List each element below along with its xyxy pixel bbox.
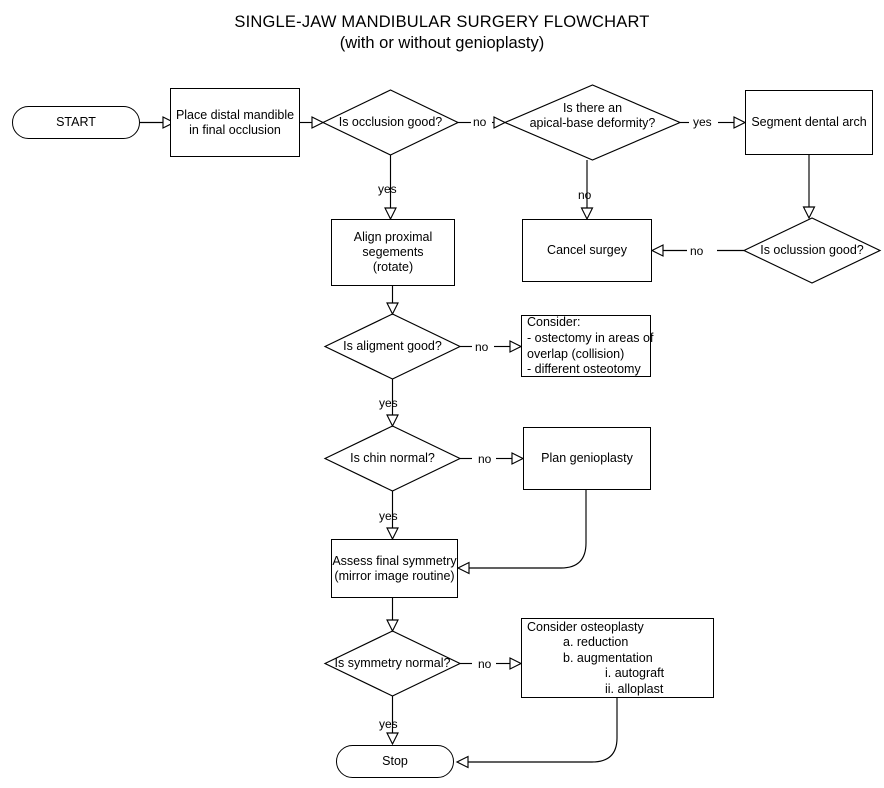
arrowhead-place-to-occlusion — [311, 116, 325, 129]
arrowhead-apical-no — [580, 207, 594, 221]
node-align-proximal-segments[interactable]: Align proximal segements (rotate) — [331, 219, 455, 286]
arrowhead-symmetry-yes — [386, 732, 399, 746]
note-osteoplasty-line-2: a. reduction — [563, 635, 629, 650]
page-title: SINGLE-JAW MANDIBULAR SURGERY FLOWCHART — [234, 13, 650, 31]
arrowhead-apical-yes — [733, 116, 747, 129]
arrowhead-start-to-place — [162, 116, 176, 129]
arrowhead-segment-to-occlusion2 — [802, 206, 816, 220]
arrowhead-chin-yes — [386, 527, 399, 541]
decision-chin-shape — [323, 425, 462, 492]
note-consider-line-2: - ostectomy in areas of — [527, 330, 654, 345]
note-consider-osteoplasty[interactable]: Consider osteoplasty a. reduction b. aug… — [521, 618, 714, 698]
edge-label-chin-no: no — [478, 452, 492, 466]
arrowhead-align-to-alignment — [386, 302, 399, 316]
arrowhead-assess-to-symmetry — [386, 619, 399, 633]
edge-label-occlusion-yes: yes — [378, 182, 397, 196]
page-subtitle: (with or without genioplasty) — [339, 34, 545, 52]
node-align-proximal-segments-label: Align proximal segements (rotate) — [353, 230, 433, 274]
node-start[interactable]: START — [12, 106, 140, 139]
note-osteoplasty-line-5: ii. alloplast — [605, 681, 664, 696]
edge-label-occlusion-no: no — [473, 115, 487, 129]
arrowhead-occlusion-yes — [384, 207, 397, 221]
edge-label-symmetry-yes: yes — [379, 717, 398, 731]
edge-label-apical-yes: yes — [693, 115, 712, 129]
edge-label-alignment-no: no — [475, 340, 489, 354]
note-consider-line-1: Consider: — [527, 315, 581, 330]
edge-label-symmetry-no: no — [478, 657, 492, 671]
note-consider-line-3: overlap (collision) — [527, 346, 625, 361]
node-plan-genioplasty[interactable]: Plan genioplasty — [523, 427, 651, 490]
arrowhead-alignment-no — [509, 340, 523, 353]
node-assess-final-symmetry-label: Assess final symmetry (mirror image rout… — [332, 553, 457, 583]
edge-label-occlusion2-no: no — [690, 244, 704, 258]
arrowhead-alignment-yes — [386, 414, 399, 428]
note-consider-ostectomy[interactable]: Consider: - ostectomy in areas of overla… — [521, 315, 654, 377]
wire-osteoplasty-to-stop — [468, 698, 618, 763]
node-place-distal-mandible-label: Place distal mandible in final occlusion — [175, 107, 295, 137]
node-cancel-surgery[interactable]: Cancel surgey — [522, 219, 652, 282]
arrowhead-occlusion2-no — [650, 244, 664, 257]
node-assess-final-symmetry[interactable]: Assess final symmetry (mirror image rout… — [331, 539, 458, 598]
edge-label-apical-no: no — [578, 188, 592, 202]
note-consider-line-4: - different osteotomy — [527, 362, 641, 377]
decision-occlusion2-shape — [742, 217, 882, 284]
wire-genioplasty-to-assess — [469, 490, 587, 569]
edge-label-chin-yes: yes — [379, 509, 398, 523]
note-osteoplasty-line-3: b. augmentation — [563, 650, 653, 665]
decision-symmetry-shape — [323, 630, 462, 697]
arrowhead-occlusion-no — [493, 116, 507, 129]
decision-alignment-shape — [323, 313, 462, 380]
chart-title-block: SINGLE-JAW MANDIBULAR SURGERY FLOWCHART … — [0, 12, 884, 54]
arrowhead-chin-no — [511, 452, 525, 465]
note-osteoplasty-line-4: i. autograft — [605, 666, 665, 681]
arrowhead-osteoplasty-to-stop — [455, 755, 469, 769]
arrowhead-genioplasty-to-assess — [456, 561, 470, 575]
node-stop[interactable]: Stop — [336, 745, 454, 778]
edge-label-alignment-yes: yes — [379, 396, 398, 410]
node-segment-dental-arch[interactable]: Segment dental arch — [745, 90, 873, 155]
note-osteoplasty-line-1: Consider osteoplasty — [527, 619, 644, 634]
node-start-label: START — [56, 115, 96, 129]
arrowhead-symmetry-no — [509, 657, 523, 670]
node-plan-genioplasty-label: Plan genioplasty — [541, 451, 633, 465]
node-place-distal-mandible[interactable]: Place distal mandible in final occlusion — [170, 88, 300, 157]
node-segment-dental-arch-label: Segment dental arch — [751, 115, 867, 129]
decision-occlusion-shape — [321, 89, 460, 156]
node-stop-label: Stop — [382, 754, 408, 768]
decision-apical-shape — [503, 84, 682, 161]
node-cancel-surgery-label: Cancel surgey — [547, 243, 627, 257]
